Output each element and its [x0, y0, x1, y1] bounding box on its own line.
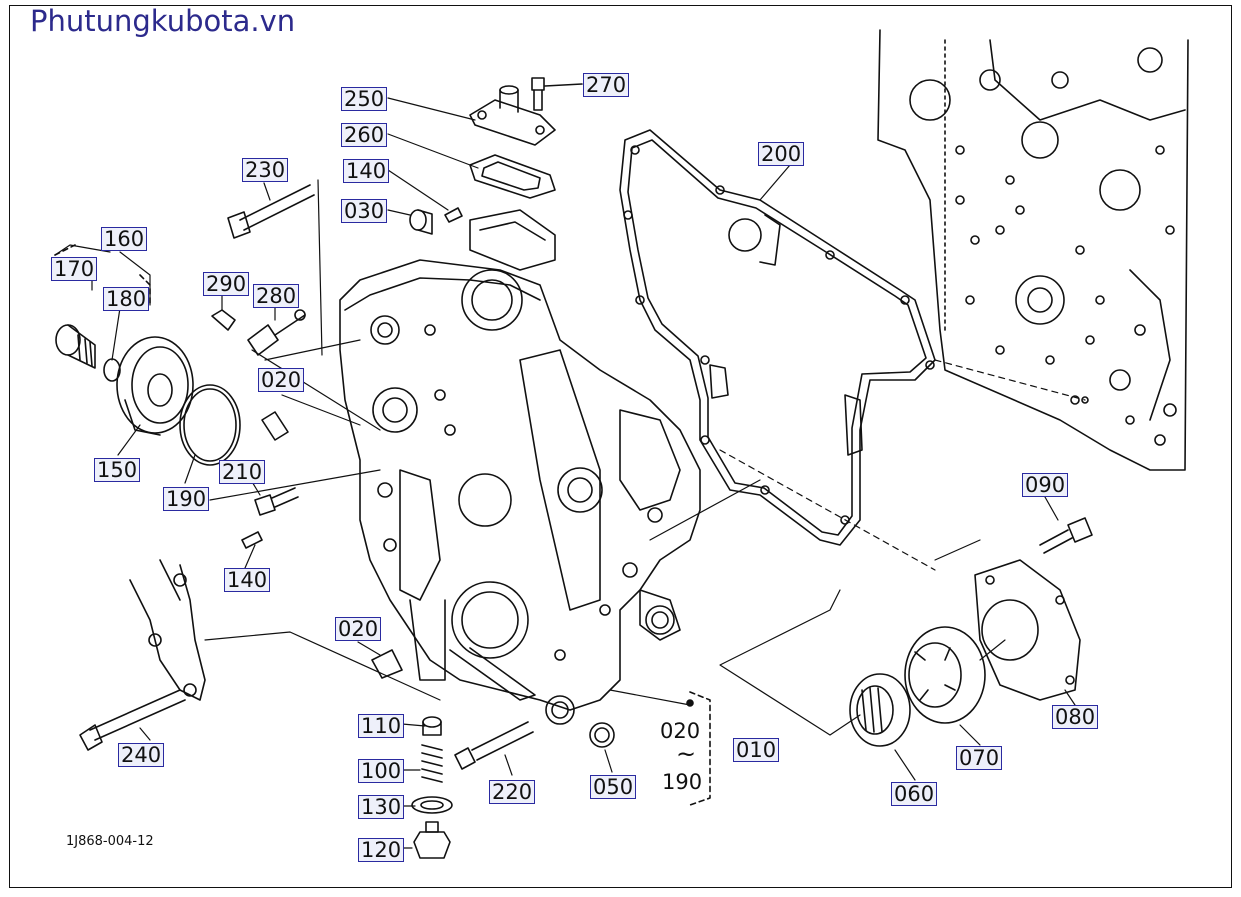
part-label-140[interactable]: 140	[343, 159, 390, 183]
bolt-220	[454, 721, 534, 770]
bolt-230	[227, 184, 315, 239]
bracket-160	[54, 244, 151, 306]
part-label-260[interactable]: 260	[341, 123, 388, 147]
plugs-020	[261, 411, 403, 679]
part-label-140-lower[interactable]: 140	[224, 568, 271, 592]
part-label-060[interactable]: 060	[891, 782, 938, 806]
gasket-260	[469, 154, 556, 199]
part-label-240[interactable]: 240	[118, 743, 165, 767]
pipe-250	[469, 85, 556, 146]
part-label-150[interactable]: 150	[94, 458, 141, 482]
leader-lines	[54, 97, 1086, 849]
part-label-270[interactable]: 270	[583, 73, 630, 97]
spring-100	[421, 744, 443, 783]
pin-140	[241, 207, 463, 549]
range-to: 190	[662, 770, 703, 794]
part-label-090[interactable]: 090	[1022, 473, 1069, 497]
gear-case	[339, 209, 701, 725]
seal-050	[589, 722, 615, 748]
gasket-200	[619, 129, 936, 546]
part-label-290[interactable]: 290	[203, 272, 250, 296]
plug-120	[413, 821, 451, 859]
part-label-110[interactable]: 110	[358, 714, 405, 738]
part-label-120[interactable]: 120	[358, 838, 405, 862]
outer-rotor-070	[904, 626, 986, 724]
part-label-130[interactable]: 130	[358, 795, 405, 819]
range-bracket	[686, 691, 711, 806]
o-ring-190	[179, 384, 241, 466]
pump-cover-080	[974, 559, 1081, 701]
part-label-020[interactable]: 020	[258, 368, 305, 392]
bolt-270	[531, 77, 583, 111]
drawing-frame	[9, 5, 1232, 888]
inner-rotor-060	[849, 673, 911, 747]
part-label-160[interactable]: 160	[101, 227, 148, 251]
sensor-280-290	[211, 309, 306, 356]
bolt-210	[254, 487, 299, 516]
part-label-190[interactable]: 190	[163, 487, 210, 511]
part-label-070[interactable]: 070	[956, 746, 1003, 770]
part-label-280[interactable]: 280	[253, 284, 300, 308]
plug-030	[409, 209, 433, 235]
valve-110	[422, 716, 442, 736]
part-label-210[interactable]: 210	[219, 460, 266, 484]
cover-150	[116, 336, 194, 436]
part-label-100[interactable]: 100	[358, 759, 405, 783]
bolt-090	[1039, 517, 1093, 554]
part-label-010[interactable]: 010	[733, 738, 780, 762]
part-label-230[interactable]: 230	[242, 158, 289, 182]
part-label-020-lower[interactable]: 020	[335, 617, 382, 641]
part-label-050[interactable]: 050	[590, 775, 637, 799]
washer-130	[411, 796, 453, 814]
part-label-030[interactable]: 030	[341, 199, 388, 223]
drawing-code: 1J868-004-12	[66, 834, 154, 849]
range-tilde: ~	[676, 740, 697, 768]
engine-block	[877, 29, 1189, 471]
part-label-180[interactable]: 180	[103, 287, 150, 311]
o-ring-180	[103, 358, 121, 382]
bolt-240	[79, 689, 186, 751]
bracket-240	[129, 559, 206, 701]
site-watermark: Phutungkubota.vn	[30, 4, 296, 38]
part-label-170[interactable]: 170	[51, 257, 98, 281]
plug-170	[55, 324, 96, 369]
part-label-080[interactable]: 080	[1052, 705, 1099, 729]
range-from: 020	[660, 719, 701, 743]
part-label-220[interactable]: 220	[489, 780, 536, 804]
part-label-200[interactable]: 200	[758, 142, 805, 166]
part-label-250[interactable]: 250	[341, 87, 388, 111]
